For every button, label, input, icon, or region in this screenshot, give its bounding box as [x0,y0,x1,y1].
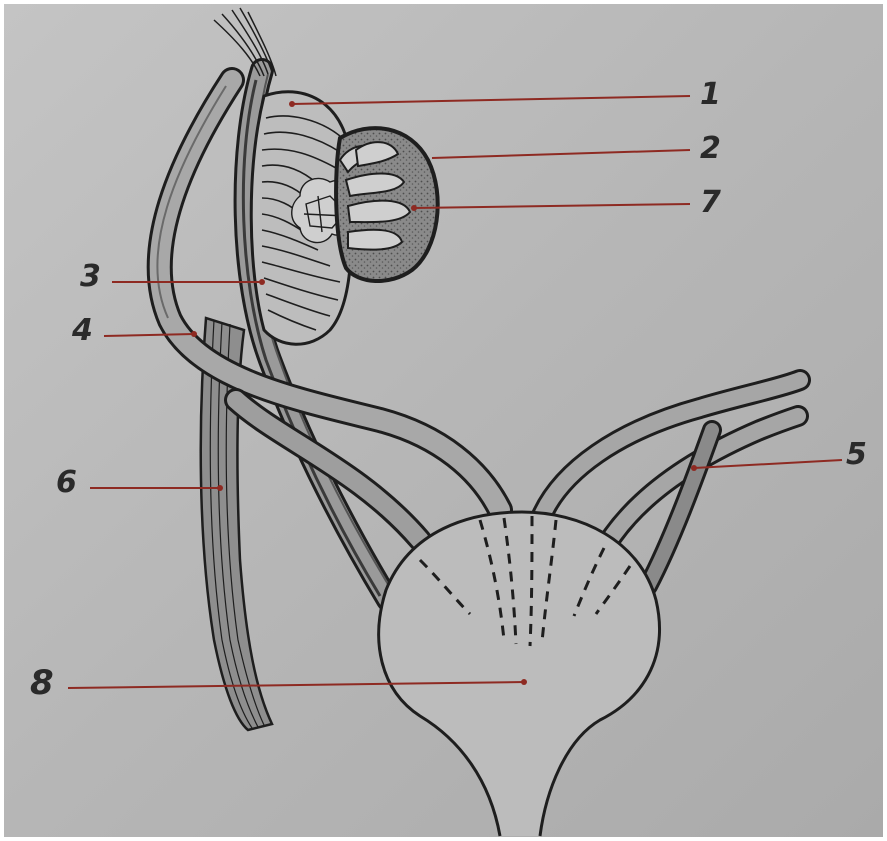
label-3: 3 [80,259,101,294]
label-2: 2 [700,131,721,166]
label-7: 7 [700,185,721,220]
label-5: 5 [846,437,867,472]
label-1: 1 [700,77,721,112]
label-6: 6 [56,465,77,500]
label-4: 4 [71,313,93,348]
label-8: 8 [30,663,54,703]
structure-2-epididymis [336,128,438,281]
